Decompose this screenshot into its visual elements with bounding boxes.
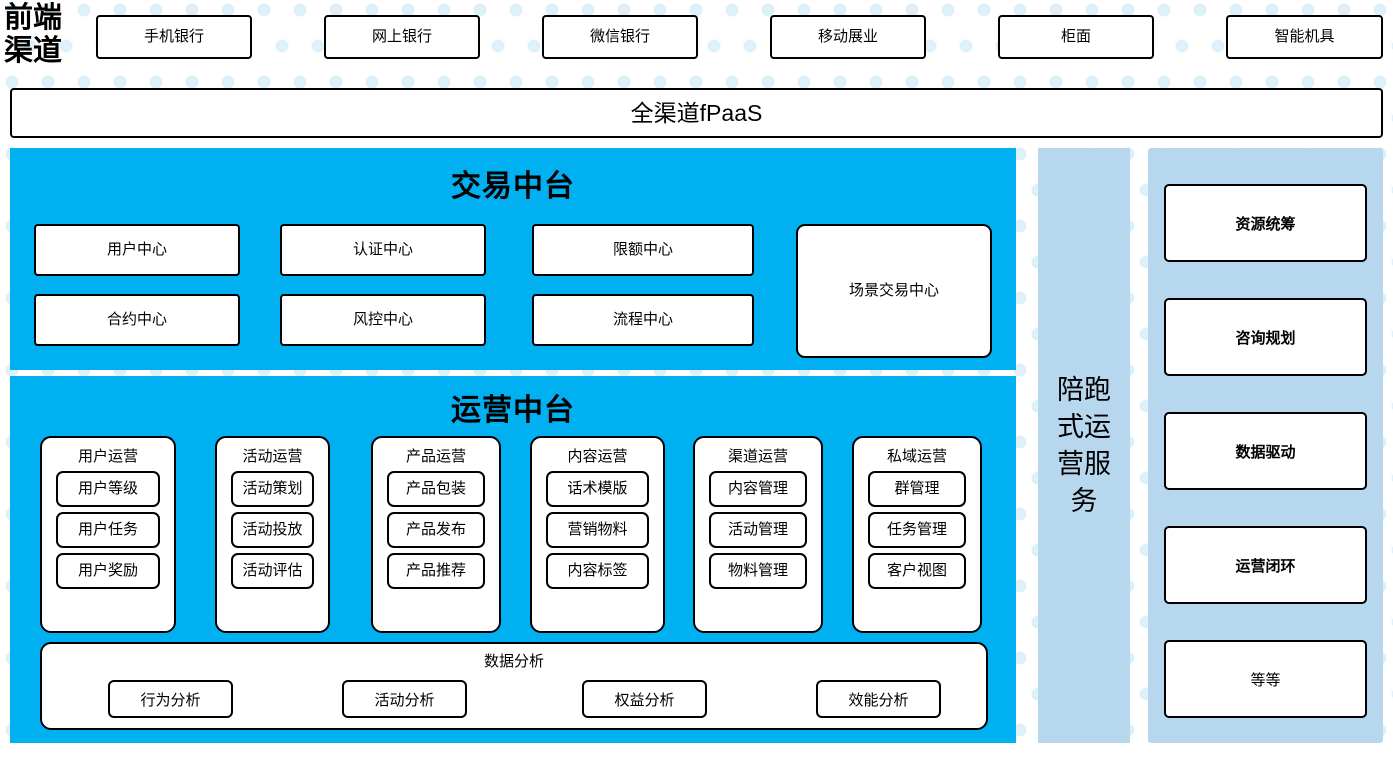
- ops-column-title: 活动运营: [242, 448, 303, 465]
- ops-item[interactable]: 产品发布: [387, 512, 485, 548]
- ops-item[interactable]: 活动管理: [709, 512, 807, 548]
- companion-operation-service-label: 陪跑式运营服务: [1057, 374, 1111, 516]
- data-analysis-group: 数据分析 行为分析 活动分析 权益分析 效能分析: [40, 642, 988, 730]
- ops-item[interactable]: 产品推荐: [387, 553, 485, 589]
- ops-column-4: 内容运营话术模版营销物料内容标签: [530, 436, 665, 633]
- ops-item[interactable]: 活动投放: [231, 512, 314, 548]
- ops-column-title: 产品运营: [405, 448, 466, 465]
- service-capability-box-1[interactable]: 资源统筹: [1164, 184, 1367, 262]
- ops-column-title: 渠道运营: [727, 448, 788, 465]
- ops-column-title: 私域运营: [886, 448, 947, 465]
- ops-item[interactable]: 任务管理: [868, 512, 966, 548]
- ops-column-3: 产品运营产品包装产品发布产品推荐: [371, 436, 501, 633]
- ops-item[interactable]: 用户任务: [56, 512, 160, 548]
- channel-chip-1[interactable]: 手机银行: [96, 15, 252, 59]
- trade-center-box-1[interactable]: 用户中心: [34, 224, 240, 276]
- companion-operation-service-column: 陪跑式运营服务: [1038, 148, 1130, 743]
- ops-item[interactable]: 内容管理: [709, 471, 807, 507]
- omnichannel-fpaas-bar[interactable]: 全渠道fPaaS: [10, 88, 1383, 138]
- ops-item[interactable]: 物料管理: [709, 553, 807, 589]
- ops-item[interactable]: 客户视图: [868, 553, 966, 589]
- ops-column-5: 渠道运营内容管理活动管理物料管理: [693, 436, 823, 633]
- frontend-channel-label: 前端 渠道: [2, 2, 90, 72]
- channel-chip-5[interactable]: 柜面: [998, 15, 1154, 59]
- ops-column-title: 内容运营: [567, 448, 628, 465]
- scene-transaction-center-box[interactable]: 场景交易中心: [796, 224, 992, 358]
- data-analysis-item-1[interactable]: 行为分析: [108, 680, 233, 718]
- channel-chip-2[interactable]: 网上银行: [324, 15, 480, 59]
- channel-chip-3[interactable]: 微信银行: [542, 15, 698, 59]
- ops-column-2: 活动运营活动策划活动投放活动评估: [215, 436, 330, 633]
- ops-item[interactable]: 用户奖励: [56, 553, 160, 589]
- ops-column-6: 私域运营群管理任务管理客户视图: [852, 436, 982, 633]
- data-analysis-item-3[interactable]: 权益分析: [582, 680, 707, 718]
- ops-item[interactable]: 话术模版: [546, 471, 649, 507]
- service-capability-box-2[interactable]: 咨询规划: [1164, 298, 1367, 376]
- data-analysis-title: 数据分析: [483, 653, 544, 670]
- channel-chip-6[interactable]: 智能机具: [1226, 15, 1383, 59]
- data-analysis-item-2[interactable]: 活动分析: [342, 680, 467, 718]
- frontend-channel-label-line1: 前端: [4, 2, 63, 34]
- service-capability-box-3[interactable]: 数据驱动: [1164, 412, 1367, 490]
- trade-center-box-6[interactable]: 流程中心: [532, 294, 754, 346]
- trade-center-title: 交易中台: [451, 170, 575, 203]
- ops-item[interactable]: 活动策划: [231, 471, 314, 507]
- ops-item[interactable]: 用户等级: [56, 471, 160, 507]
- data-analysis-item-4[interactable]: 效能分析: [816, 680, 941, 718]
- trade-center-box-5[interactable]: 风控中心: [280, 294, 486, 346]
- ops-item[interactable]: 营销物料: [546, 512, 649, 548]
- trade-center-box-2[interactable]: 认证中心: [280, 224, 486, 276]
- trade-center-box-3[interactable]: 限额中心: [532, 224, 754, 276]
- channel-chip-4[interactable]: 移动展业: [770, 15, 926, 59]
- ops-column-title: 用户运营: [77, 448, 138, 465]
- service-capability-panel: 资源统筹咨询规划数据驱动运营闭环等等: [1148, 148, 1383, 743]
- frontend-channel-label-line2: 渠道: [4, 35, 63, 67]
- ops-column-1: 用户运营用户等级用户任务用户奖励: [40, 436, 176, 633]
- operations-center-title: 运营中台: [451, 394, 575, 427]
- service-capability-box-5[interactable]: 等等: [1164, 640, 1367, 718]
- ops-item[interactable]: 群管理: [868, 471, 966, 507]
- trade-center-box-4[interactable]: 合约中心: [34, 294, 240, 346]
- ops-item[interactable]: 内容标签: [546, 553, 649, 589]
- service-capability-box-4[interactable]: 运营闭环: [1164, 526, 1367, 604]
- ops-item[interactable]: 活动评估: [231, 553, 314, 589]
- ops-item[interactable]: 产品包装: [387, 471, 485, 507]
